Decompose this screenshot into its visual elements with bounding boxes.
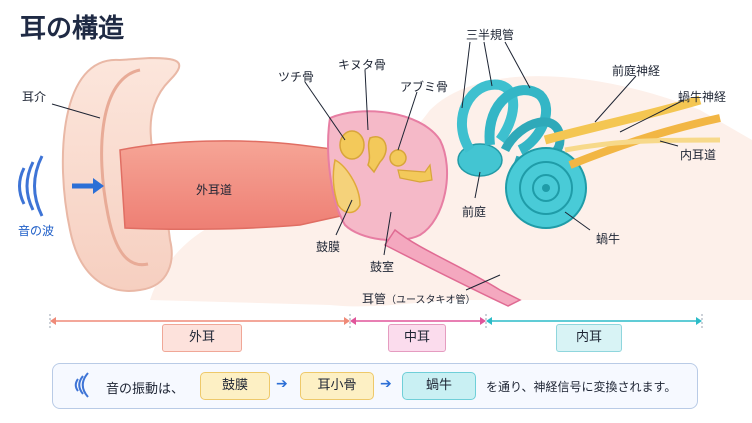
flow-step-eardrum: 鼓膜 bbox=[200, 372, 270, 400]
label-internal-canal: 内耳道 bbox=[680, 148, 717, 162]
cochlear-nerve-shape bbox=[568, 114, 721, 169]
semicircular-canal-2 bbox=[484, 85, 551, 155]
stapes-footplate bbox=[397, 163, 433, 183]
label-cochlea: 蝸牛 bbox=[596, 232, 621, 246]
flow-step-cochlea: 蝸牛 bbox=[402, 372, 476, 400]
flow-prefix: 音の振動は、 bbox=[106, 382, 185, 397]
label-ear-canal: 外耳道 bbox=[196, 183, 233, 197]
head-tissue bbox=[150, 76, 752, 307]
incus-shape bbox=[367, 136, 387, 174]
malleus-shape bbox=[339, 130, 365, 160]
flow-summary-box bbox=[52, 363, 698, 409]
section-outer-ear: 外耳 bbox=[162, 324, 242, 352]
label-auricle: 耳介 bbox=[22, 90, 47, 104]
label-sound-wave: 音の波 bbox=[18, 224, 55, 238]
sound-wave-icon bbox=[18, 155, 44, 217]
eustachian-name: 耳管 bbox=[362, 292, 387, 306]
eardrum-shape bbox=[332, 158, 361, 214]
label-semicircular: 三半規管 bbox=[466, 28, 515, 42]
flow-arrow-1: ➔ bbox=[276, 376, 288, 392]
ear-canal-shape bbox=[119, 140, 346, 230]
label-malleus: ツチ骨 bbox=[278, 70, 315, 84]
label-eardrum: 鼓膜 bbox=[316, 240, 341, 254]
sound-wave-small-icon bbox=[74, 372, 89, 398]
vestibule-shape bbox=[457, 143, 503, 177]
label-incus: キヌタ骨 bbox=[338, 58, 387, 72]
label-tympanic-cavity: 鼓室 bbox=[370, 260, 395, 274]
section-middle-ear: 中耳 bbox=[388, 324, 446, 352]
label-cochlear-nerve: 蝸牛神経 bbox=[678, 90, 727, 104]
label-stapes: アブミ骨 bbox=[400, 80, 449, 94]
label-vestibule: 前庭 bbox=[462, 205, 487, 219]
page-title: 耳の構造 bbox=[20, 14, 125, 44]
eustachian-tube-shape bbox=[383, 228, 522, 307]
label-eustachian-tube: 耳管（ユースタキオ管） bbox=[362, 290, 476, 307]
internal-canal-shape bbox=[564, 137, 721, 153]
stapes-shape bbox=[389, 149, 407, 167]
section-inner-ear: 内耳 bbox=[556, 324, 622, 352]
auricle-rim bbox=[100, 68, 149, 267]
eustachian-note: （ユースタキオ管） bbox=[386, 295, 476, 306]
semicircular-canal-1 bbox=[456, 79, 519, 153]
flow-suffix: を通り、神経信号に変換されます。 bbox=[486, 380, 677, 394]
flow-step-ossicles: 耳小骨 bbox=[300, 372, 374, 400]
flow-arrow-2: ➔ bbox=[380, 376, 392, 392]
vestibular-nerve-shape bbox=[543, 95, 702, 145]
label-vestibular-nerve: 前庭神経 bbox=[612, 64, 661, 78]
